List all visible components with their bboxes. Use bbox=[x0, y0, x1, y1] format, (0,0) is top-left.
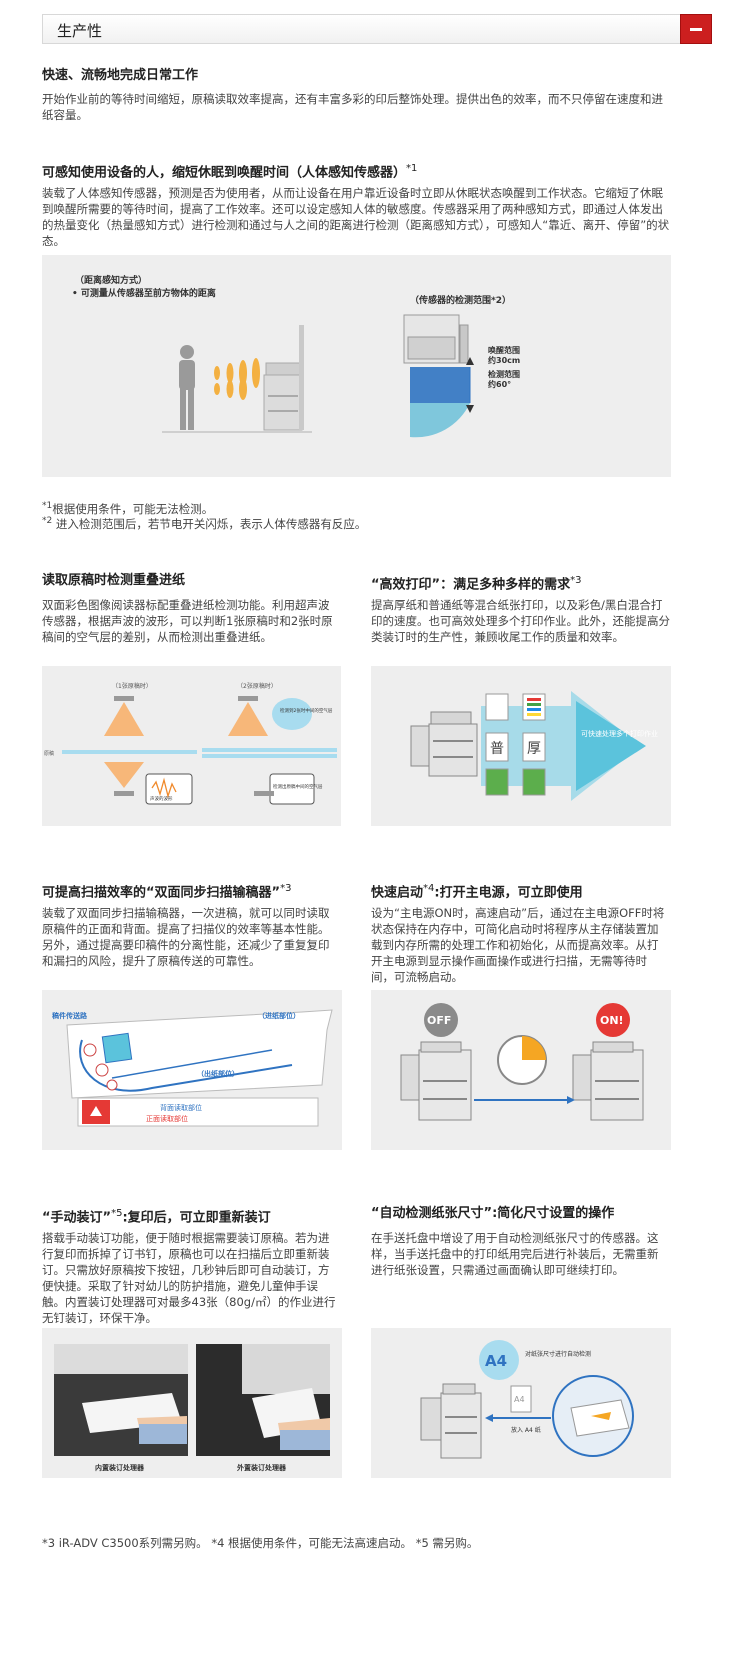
note-1-sup: *1 bbox=[42, 501, 53, 511]
range-wake-label: 唤醒范围 bbox=[488, 345, 520, 355]
paper-label: 原稿 bbox=[44, 750, 54, 757]
heading-auto-paper-size: “自动检测纸张尺寸”:简化尺寸设置的操作 bbox=[371, 1206, 615, 1221]
arrow-left-icon bbox=[485, 1414, 493, 1422]
printer-top-icon bbox=[403, 314, 469, 364]
note-2: *2 进入检测范围后，若节电开关闪烁，表示人体传感器有反应。 bbox=[42, 513, 366, 532]
collapse-button[interactable] bbox=[680, 14, 712, 44]
fig-label-distance: （距离感知方式） bbox=[75, 274, 147, 286]
scan-unit-icon bbox=[101, 1032, 133, 1064]
range-detect-label: 检测范围 bbox=[488, 369, 520, 379]
text-quick-start: 设为“主电源ON时，高速启动”后，通过在主电源OFF时将状态保持在内存中，可简化… bbox=[371, 906, 665, 984]
printer-icon bbox=[410, 711, 478, 777]
figure-manual-staple: 内置装订处理器 外置装订处理器 bbox=[42, 1328, 342, 1478]
caption-internal: 内置装订处理器 bbox=[95, 1463, 145, 1472]
heading-high-efficiency-print-sup: *3 bbox=[570, 575, 582, 586]
arrow-right-icon bbox=[567, 1096, 575, 1104]
figure-quick-start: OFF ON! bbox=[371, 990, 671, 1150]
fig-label-one-sheet: （1张原稿时） bbox=[112, 682, 152, 690]
arrow-text: 可快速处理多个打印作业 bbox=[581, 729, 658, 738]
heading-manual-staple-sup: *5 bbox=[111, 1208, 123, 1219]
sound-beam-icon bbox=[104, 702, 144, 736]
heading-manual-staple-post: :复印后，可立即重新装订 bbox=[122, 1210, 271, 1226]
printer-icon bbox=[263, 325, 304, 431]
wake-range-shape bbox=[410, 367, 470, 403]
on-label: ON! bbox=[600, 1014, 624, 1027]
figure-duplex-adf: 稿件传送路 （进纸部位） （出纸部位） 背面读取部位 正面读取部位 bbox=[42, 990, 342, 1150]
bubble-icon bbox=[272, 698, 312, 730]
fig-label-distance-desc: • 可测量从传感器至前方物体的距离 bbox=[72, 287, 216, 299]
printer-icon bbox=[420, 1383, 482, 1459]
heading-manual-staple: “手动装订”*5:复印后，可立即重新装订 bbox=[42, 1205, 271, 1227]
text-high-efficiency-print: 提高厚纸和普通纸等混合纸张打印，以及彩色/黑白混合打印的速度。也可高效处理多个打… bbox=[371, 598, 670, 644]
heading-manual-staple-pre: “手动装订” bbox=[42, 1210, 112, 1226]
section-title: 生产性 bbox=[57, 22, 103, 40]
heading-high-efficiency-print: “高效打印”：满足多种多样的需求*3 bbox=[371, 572, 581, 594]
text-efficiency: 开始作业前的等待时间缩短，原稿读取效率提高，还有丰富多彩的印后整饰处理。提供出色… bbox=[42, 92, 663, 122]
heading-duplex-adf: 可提高扫描效率的“双面同步扫描输稿器”*3 bbox=[42, 880, 291, 902]
heat-wave-icon bbox=[214, 358, 260, 400]
range-wake-value: 约30cm bbox=[488, 355, 520, 365]
put-a4-label: 放入 A4 纸 bbox=[511, 1426, 541, 1434]
a4-paper-text: A4 bbox=[514, 1395, 525, 1404]
heading-quick-start: 快速启动*4:打开主电源，可立即使用 bbox=[371, 880, 583, 902]
printer-off-icon bbox=[400, 1041, 472, 1121]
fig-label-range: （传感器的检测范围*2） bbox=[410, 294, 511, 306]
figure-high-efficiency-print: 可快速处理多个打印作业 普 厚 bbox=[371, 666, 671, 826]
on-badge-icon bbox=[596, 1003, 630, 1037]
plain-paper-label: 普 bbox=[490, 741, 504, 757]
range-detect-value: 约60° bbox=[488, 379, 511, 389]
wave-label: 声波的波形 bbox=[150, 795, 173, 802]
heading-high-efficiency-print-text: “高效打印”：满足多种多样的需求 bbox=[371, 577, 571, 593]
heading-double-feed: 读取原稿时检测重叠进纸 bbox=[42, 573, 186, 588]
heading-quick-start-pre: 快速启动 bbox=[371, 885, 424, 901]
heading-efficiency: 快速、流畅地完成日常工作 bbox=[42, 68, 199, 83]
heading-quick-start-post: :打开主电源，可立即使用 bbox=[434, 885, 583, 901]
note-2-sup: *2 bbox=[42, 516, 53, 526]
footer-notes: *3 iR-ADV C3500系列需另购。 *4 根据使用条件，可能无法高速启动… bbox=[42, 1536, 479, 1550]
text-duplex-adf: 装载了双面同步扫描输稿器，一次进稿，就可以同时读取原稿件的正面和背面。提高了扫描… bbox=[42, 906, 330, 968]
label-front-read: 正面读取部位 bbox=[146, 1114, 188, 1123]
heading-human-sensor-sup: *1 bbox=[406, 163, 418, 174]
caption-external: 外置装订处理器 bbox=[237, 1463, 287, 1472]
note-1: *1根据使用条件，可能无法检测。 bbox=[42, 498, 213, 517]
wave-label-2: 检测出原稿中间的空气层 bbox=[273, 783, 323, 790]
a4-badge-text: A4 bbox=[485, 1352, 507, 1370]
person-icon bbox=[179, 345, 195, 430]
section-header[interactable]: 生产性 bbox=[42, 14, 712, 44]
figure-double-feed: （1张原稿时） （2张原稿时） 检测到2张时中间的空气层 原稿 声波的波形 检测… bbox=[42, 666, 341, 826]
text-human-sensor: 装载了人体感知传感器，预测是否为使用者，从而让设备在用户靠近设备时立即从休眠状态… bbox=[42, 186, 670, 248]
heading-human-sensor: 可感知使用设备的人，缩短休眠到唤醒时间（人体感知传感器）*1 bbox=[42, 160, 417, 182]
off-label: OFF bbox=[427, 1014, 451, 1027]
figure-auto-paper-size: A4 对纸张尺寸进行自动检测 A4 放入 A4 纸 bbox=[371, 1328, 671, 1478]
label-paper-path: 稿件传送路 bbox=[52, 1011, 88, 1020]
paper-path-shape bbox=[79, 1039, 293, 1092]
heading-quick-start-sup: *4 bbox=[423, 883, 435, 894]
text-auto-paper-size: 在手送托盘中增设了用于自动检测纸张尺寸的传感器。这样，当手送托盘中的打印纸用完后… bbox=[371, 1231, 659, 1277]
off-badge-icon bbox=[424, 1003, 458, 1037]
text-double-feed: 双面彩色图像阅读器标配重叠进纸检测功能。利用超声波传感器，根据声波的波形，可以判… bbox=[42, 598, 333, 644]
auto-detect-label: 对纸张尺寸进行自动检测 bbox=[525, 1350, 591, 1358]
note-1-text: 根据使用条件，可能无法检测。 bbox=[52, 501, 214, 516]
heading-human-sensor-text: 可感知使用设备的人，缩短休眠到唤醒时间（人体感知传感器） bbox=[42, 165, 407, 181]
figure-human-sensor: （距离感知方式） • 可测量从传感器至前方物体的距离 bbox=[42, 255, 671, 477]
minus-icon bbox=[690, 28, 702, 31]
note-2-text: 进入检测范围后，若节电开关闪烁，表示人体传感器有反应。 bbox=[55, 516, 367, 531]
a4-badge-icon bbox=[479, 1340, 519, 1380]
fig-label-two-sheets: （2张原稿时） bbox=[237, 682, 277, 690]
detect-range-shape bbox=[410, 403, 470, 438]
printer-on-icon bbox=[572, 1041, 644, 1121]
text-manual-staple: 搭载手动装订功能，便于随时根据需要装订原稿。若为进行复印而拆掉了订书钉，原稿也可… bbox=[42, 1231, 336, 1325]
heading-duplex-adf-sup: *3 bbox=[280, 883, 292, 894]
bubble-text: 检测到2张时中间的空气层 bbox=[280, 707, 333, 714]
label-feed: （进纸部位） bbox=[258, 1011, 300, 1020]
label-output: （出纸部位） bbox=[197, 1069, 239, 1078]
heading-duplex-adf-text: 可提高扫描效率的“双面同步扫描输稿器” bbox=[42, 885, 281, 901]
thick-paper-label: 厚 bbox=[527, 741, 541, 757]
label-back-read: 背面读取部位 bbox=[160, 1103, 202, 1112]
